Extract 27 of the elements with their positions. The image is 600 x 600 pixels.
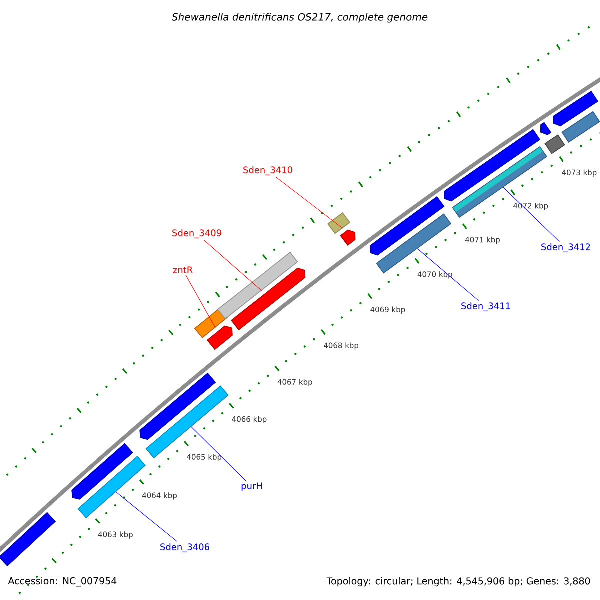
- gene-label: Sden_3411: [462, 302, 510, 312]
- leader-line: [276, 176, 344, 229]
- leader-line: [186, 274, 216, 328]
- gene-label: purH: [242, 482, 262, 492]
- title: Shewanella denitrificans OS217, complete genome: [172, 13, 428, 23]
- gene-bar: [544, 134, 566, 154]
- gene-label: Sden_3409: [172, 230, 222, 238]
- gene-label: Sden_3406: [160, 544, 210, 552]
- gene-label: zntR: [173, 266, 193, 274]
- gene-bar: [0, 512, 56, 567]
- gene-label: Sden_3412: [542, 244, 590, 252]
- genome-summary: Topology: circular; Length: 4,545,906 bp; Genes: 3,880: [326, 577, 590, 587]
- gene-bar: [72, 443, 134, 500]
- gene-bar: [444, 129, 541, 202]
- gene-bar: [540, 122, 552, 136]
- gene-label: Sden_3410: [244, 166, 292, 176]
- leader-line: [191, 426, 246, 482]
- gene-bar: [562, 111, 600, 143]
- leader-line: [503, 187, 560, 242]
- gene-bar: [452, 146, 548, 218]
- leader-line: [417, 248, 480, 302]
- gene-bar: [553, 90, 599, 127]
- leader-line: [116, 492, 178, 542]
- gene-bar: [340, 230, 356, 246]
- gene-bar: [370, 196, 445, 256]
- accession-text: Accession: NC_007954: [8, 577, 117, 587]
- gene-bar: [140, 372, 216, 440]
